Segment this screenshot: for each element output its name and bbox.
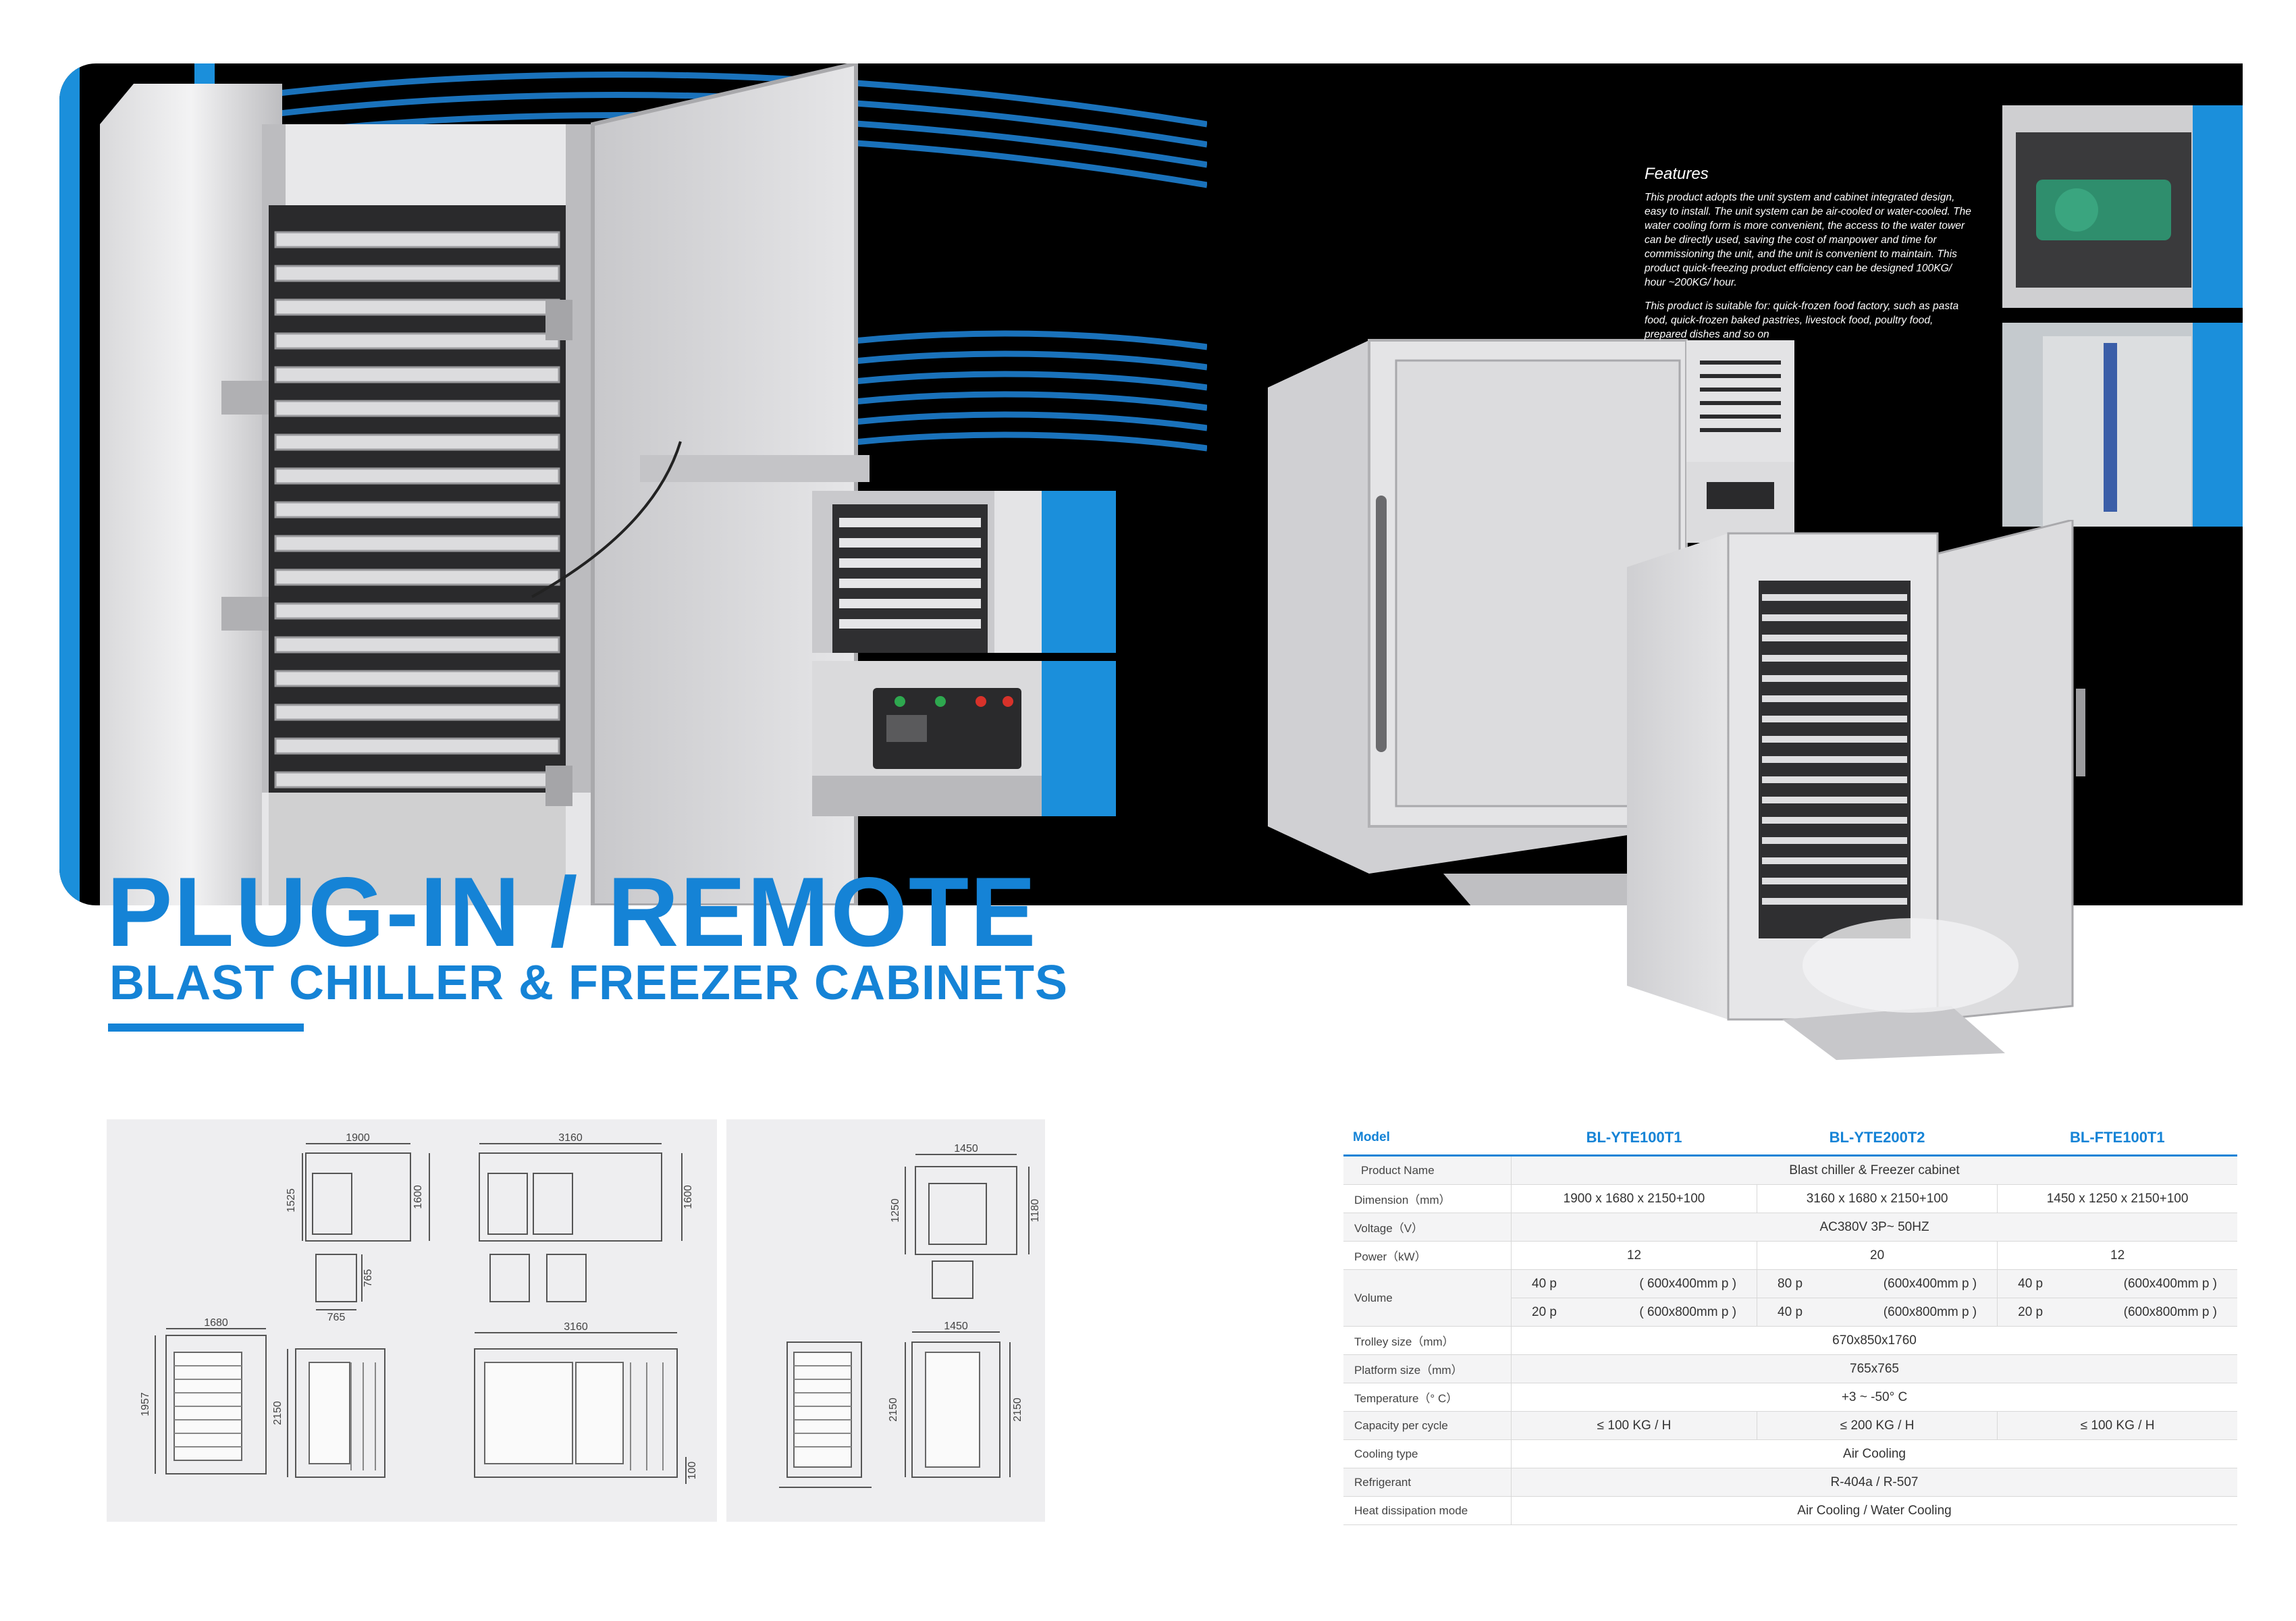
features-text-block: Features This product adopts the unit sy… — [1645, 165, 1975, 351]
table-row: Heat dissipation mode Air Cooling / Wate… — [1343, 1496, 2237, 1525]
dimension-label: 1450 — [944, 1321, 968, 1332]
row-label: Temperature（° C） — [1354, 1392, 1458, 1405]
row-label: Dimension（mm） — [1354, 1194, 1451, 1206]
table-cell: ≤ 200 KG / H — [1757, 1411, 1998, 1440]
table-cell: 12 — [1997, 1241, 2237, 1270]
dimension-label: 1600 — [412, 1185, 424, 1209]
table-row: Trolley size（mm） 670x850x1760 — [1343, 1326, 2237, 1355]
table-row: Platform size（mm） 765x765 — [1343, 1354, 2237, 1383]
volume-qty: 40 p — [1532, 1276, 1557, 1291]
dimension-label: 2150 — [888, 1398, 899, 1422]
blue-accent-bar — [2193, 105, 2243, 308]
table-cell: 20 p (600x800mm p ) — [1997, 1298, 2237, 1327]
volume-size: (600x800mm p ) — [1883, 1304, 1977, 1319]
table-cell: 40 p (600x800mm p ) — [1757, 1298, 1998, 1327]
table-cell: Air Cooling — [1511, 1439, 2237, 1468]
dimension-label: 2150 — [1012, 1398, 1023, 1422]
dimension-label: 1680 — [204, 1317, 228, 1329]
table-cell: 765x765 — [1511, 1354, 2237, 1383]
table-cell: R-404a / R-507 — [1511, 1468, 2237, 1497]
table-cell: 3160 x 1680 x 2150+100 — [1757, 1184, 1998, 1213]
volume-qty: 80 p — [1778, 1276, 1803, 1291]
row-label: Capacity per cycle — [1354, 1418, 1448, 1432]
hero-banner: Features This product adopts the unit sy… — [59, 63, 2243, 905]
table-row: Cooling type Air Cooling — [1343, 1439, 2237, 1468]
table-cell: 40 p (600x400mm p ) — [1997, 1269, 2237, 1298]
features-heading: Features — [1645, 165, 1709, 183]
dimension-label: 765 — [363, 1269, 374, 1287]
volume-size: ( 600x400mm p ) — [1639, 1276, 1737, 1291]
volume-qty: 40 p — [2018, 1276, 2044, 1291]
table-row: Volume 40 p ( 600x400mm p ) 80 p (600x400m… — [1343, 1269, 2237, 1304]
blue-accent-bar — [2193, 323, 2243, 527]
dimension-label: 1600 — [683, 1185, 694, 1209]
table-row: Refrigerant R-404a / R-507 — [1343, 1468, 2237, 1497]
dimension-label: 1450 — [954, 1143, 978, 1154]
row-label: Volume — [1354, 1291, 1393, 1304]
row-label: Voltage（V） — [1354, 1222, 1424, 1235]
technical-drawing-panel-left: 1900 3160 1525 1600 1600 765 765 1680 19… — [107, 1119, 717, 1522]
dimension-label: 100 — [687, 1462, 698, 1480]
features-paragraph: This product adopts the unit system and … — [1645, 192, 1971, 288]
table-cell: 670x850x1760 — [1511, 1326, 2237, 1355]
table-cell: ≤ 100 KG / H — [1997, 1411, 2237, 1440]
row-label: Platform size（mm） — [1354, 1364, 1463, 1377]
table-cell: 12 — [1510, 1241, 1757, 1270]
volume-size: (600x800mm p ) — [2123, 1304, 2217, 1319]
dimension-label: 2150 — [272, 1401, 284, 1425]
dimension-label: 1900 — [346, 1132, 370, 1144]
table-row: Voltage（V） AC380V 3P~ 50HZ — [1343, 1213, 2237, 1242]
table-cell: 80 p (600x400mm p ) — [1757, 1269, 1998, 1298]
volume-qty: 20 p — [2018, 1304, 2044, 1319]
table-cell: AC380V 3P~ 50HZ — [1511, 1213, 2237, 1242]
volume-size: (600x400mm p ) — [1883, 1276, 1977, 1291]
headline-subtitle: BLAST CHILLER & FREEZER CABINETS — [109, 956, 1069, 1010]
table-cell: Blast chiller & Freezer cabinet — [1511, 1155, 2237, 1185]
headline-underline — [108, 1024, 304, 1032]
row-label: Trolley size（mm） — [1354, 1335, 1454, 1348]
row-label: Refrigerant — [1354, 1475, 1412, 1489]
dimension-label: 1250 — [890, 1198, 901, 1223]
column-header: BL-YTE200T2 — [1757, 1121, 1998, 1157]
table-cell: 1900 x 1680 x 2150+100 — [1510, 1184, 1757, 1213]
table-cell: Air Cooling / Water Cooling — [1511, 1496, 2237, 1525]
dimension-label: 765 — [327, 1312, 346, 1323]
dimension-label: 1180 — [1030, 1199, 1041, 1223]
row-label: Product Name — [1361, 1163, 1435, 1177]
blast-freezer-cabinet-photo — [59, 63, 870, 905]
table-row: Capacity per cycle ≤ 100 KG / H ≤ 200 KG… — [1343, 1411, 2237, 1440]
volume-size: (600x400mm p ) — [2123, 1276, 2217, 1291]
specification-table: Model BL-YTE100T1 BL-YTE200T2 BL-FTE100T… — [1343, 1121, 2237, 1525]
column-header: Model — [1343, 1121, 1512, 1157]
row-label: Power（kW） — [1354, 1250, 1426, 1263]
open-door-cabinet-photo — [1627, 520, 2085, 1060]
table-header-row: Model BL-YTE100T1 BL-YTE200T2 BL-FTE100T… — [1343, 1121, 2237, 1157]
dimension-label: 1957 — [140, 1392, 151, 1416]
table-row: Temperature（° C） +3 ~ -50° C — [1343, 1383, 2237, 1412]
blue-accent-bar — [1042, 491, 1116, 653]
table-cell: 1450 x 1250 x 2150+100 — [1997, 1184, 2237, 1213]
table-cell: ≤ 100 KG / H — [1510, 1411, 1757, 1440]
table-row: Power（kW） 12 20 12 — [1343, 1241, 2237, 1270]
table-cell: +3 ~ -50° C — [1511, 1383, 2237, 1412]
column-header: BL-YTE100T1 — [1511, 1121, 1757, 1157]
row-label: Heat dissipation mode — [1354, 1504, 1468, 1517]
volume-size: ( 600x800mm p ) — [1639, 1304, 1737, 1319]
technical-drawing-panel-right: 1450 1250 1180 1450 2150 2150 — [726, 1119, 1045, 1522]
column-header: BL-FTE100T1 — [1997, 1121, 2237, 1157]
volume-qty: 20 p — [1532, 1304, 1557, 1319]
table-row: Dimension（mm） 1900 x 1680 x 2150+100 316… — [1343, 1184, 2237, 1213]
dimension-label: 3160 — [558, 1132, 583, 1144]
table-cell: 20 p ( 600x800mm p ) — [1510, 1298, 1757, 1327]
headline-title: PLUG-IN / REMOTE — [107, 857, 1038, 967]
volume-qty: 40 p — [1778, 1304, 1803, 1319]
table-cell: 40 p ( 600x400mm p ) — [1510, 1269, 1757, 1298]
table-cell: 20 — [1757, 1241, 1998, 1270]
dimension-label: 1525 — [286, 1188, 297, 1213]
dimension-label: 3160 — [564, 1321, 588, 1333]
blue-accent-bar — [1042, 661, 1116, 816]
table-row: Product Name Blast chiller & Freezer cab… — [1343, 1155, 2237, 1185]
row-label: Cooling type — [1354, 1447, 1418, 1460]
features-paragraph: This product is suitable for: quick-froz… — [1645, 300, 1959, 340]
